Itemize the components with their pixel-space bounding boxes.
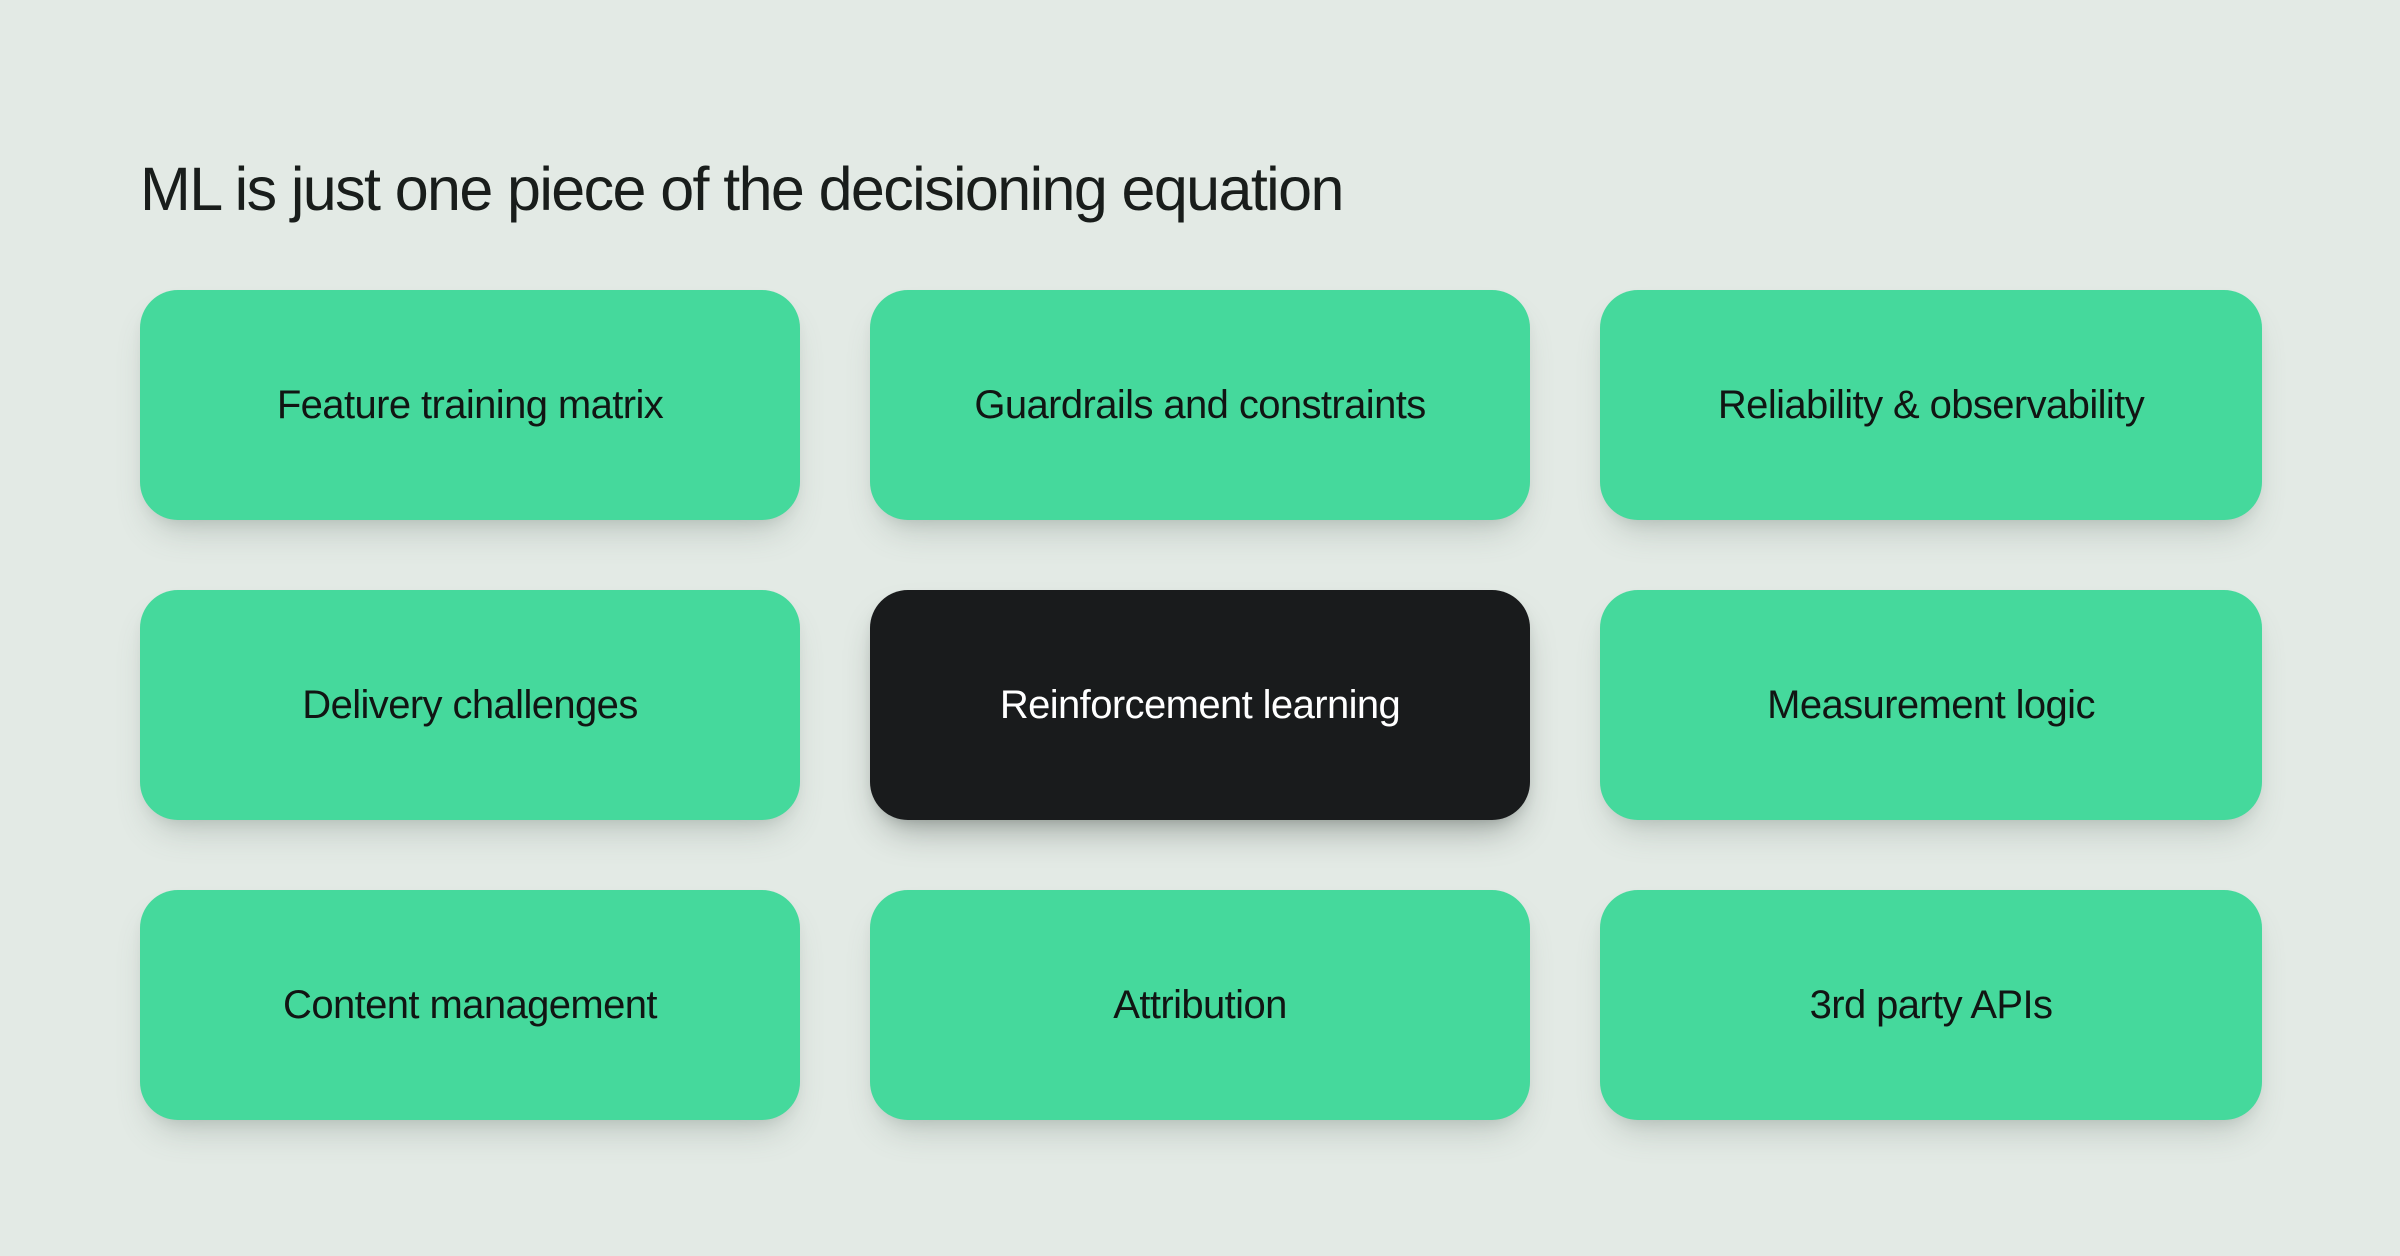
- card-reliability-and-observability[interactable]: Reliability & observability: [1600, 290, 2262, 520]
- card-label: Attribution: [1113, 983, 1287, 1027]
- card-label: Reinforcement learning: [999, 683, 1401, 727]
- card-delivery-challenges[interactable]: Delivery challenges: [140, 590, 800, 820]
- card-attribution[interactable]: Attribution: [870, 890, 1530, 1120]
- card-label: Guardrails and constraints: [974, 383, 1426, 427]
- card-grid: Feature training matrix Guardrails and c…: [140, 290, 2262, 1120]
- card-measurement-logic[interactable]: Measurement logic: [1600, 590, 2262, 820]
- card-label: Reliability & observability: [1717, 383, 2145, 427]
- page-title: ML is just one piece of the decisioning …: [140, 154, 1344, 223]
- card-reinforcement-learning[interactable]: Reinforcement learning: [870, 590, 1530, 820]
- card-guardrails-and-constraints[interactable]: Guardrails and constraints: [870, 290, 1530, 520]
- card-label: Delivery challenges: [302, 683, 638, 727]
- card-feature-training-matrix[interactable]: Feature training matrix: [140, 290, 800, 520]
- card-3rd-party-apis[interactable]: 3rd party APIs: [1600, 890, 2262, 1120]
- card-label: 3rd party APIs: [1809, 983, 2053, 1027]
- card-label: Measurement logic: [1767, 683, 2095, 727]
- card-content-management[interactable]: Content management: [140, 890, 800, 1120]
- card-label: Content management: [283, 983, 657, 1027]
- card-label: Feature training matrix: [276, 383, 664, 427]
